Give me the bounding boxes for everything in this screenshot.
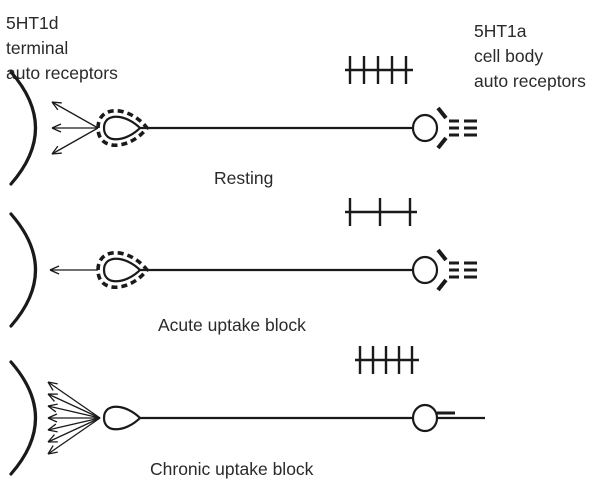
- panel-1: [9, 56, 477, 186]
- cell-body-autoreceptor-lower: [436, 136, 448, 150]
- arrow-head: [51, 123, 62, 133]
- release-arrows: [47, 381, 101, 455]
- postsynaptic-target: [9, 212, 38, 328]
- arrow-head: [47, 423, 58, 433]
- right-header-line-1: 5HT1a: [474, 21, 527, 41]
- cell-body-autoreceptor-upper: [436, 106, 448, 120]
- release-arrow-7: [47, 417, 101, 455]
- caption-chronic-uptake-block: Chronic uptake block: [150, 459, 314, 479]
- release-arrow-5: [47, 417, 101, 431]
- right-header-line-2: cell body: [474, 46, 544, 66]
- release-arrows: [49, 265, 98, 275]
- axon-terminal: [102, 257, 142, 283]
- release-arrow-6: [47, 417, 101, 443]
- release-arrows: [51, 101, 99, 155]
- arrow-head: [47, 434, 58, 443]
- cell-body-inputs: [449, 261, 477, 279]
- arrow-head: [47, 445, 58, 455]
- right-header-line-3: auto receptors: [474, 71, 586, 91]
- postsynaptic-target: [9, 360, 38, 476]
- caption-resting: Resting: [214, 168, 274, 188]
- arrow-head: [47, 403, 58, 413]
- spike-train: [345, 56, 413, 84]
- cell-body-autoreceptor-upper: [436, 248, 448, 262]
- cell-body: [411, 113, 439, 143]
- spike-train: [355, 346, 419, 374]
- caption-acute-uptake-block: Acute uptake block: [158, 315, 306, 335]
- axon-terminal: [102, 405, 142, 431]
- cell-body: [411, 403, 439, 433]
- panel-3: [9, 346, 485, 476]
- release-arrow-2: [47, 393, 101, 419]
- axon-terminal: [102, 115, 142, 141]
- arrow-head: [51, 145, 62, 155]
- cell-body-inputs: [437, 411, 485, 420]
- panel-2: [9, 198, 477, 328]
- release-arrow-1: [47, 381, 101, 419]
- arrow-head: [49, 265, 60, 275]
- arrow-head: [51, 101, 62, 111]
- arrow-head: [47, 413, 58, 423]
- cell-body-autoreceptor-lower: [436, 278, 448, 292]
- cell-body-inputs: [449, 119, 477, 137]
- arrow-head: [47, 381, 58, 391]
- postsynaptic-target: [9, 70, 38, 186]
- release-arrow-3: [51, 127, 99, 155]
- release-arrow-1: [51, 101, 99, 129]
- spike-train: [345, 198, 417, 226]
- cell-body: [411, 255, 439, 285]
- left-header-line-2: terminal: [6, 38, 69, 58]
- left-header-line-1: 5HT1d: [6, 13, 59, 33]
- release-arrow-3: [47, 405, 101, 419]
- arrow-head: [47, 393, 58, 402]
- left-header-line-3: auto receptors: [6, 63, 118, 83]
